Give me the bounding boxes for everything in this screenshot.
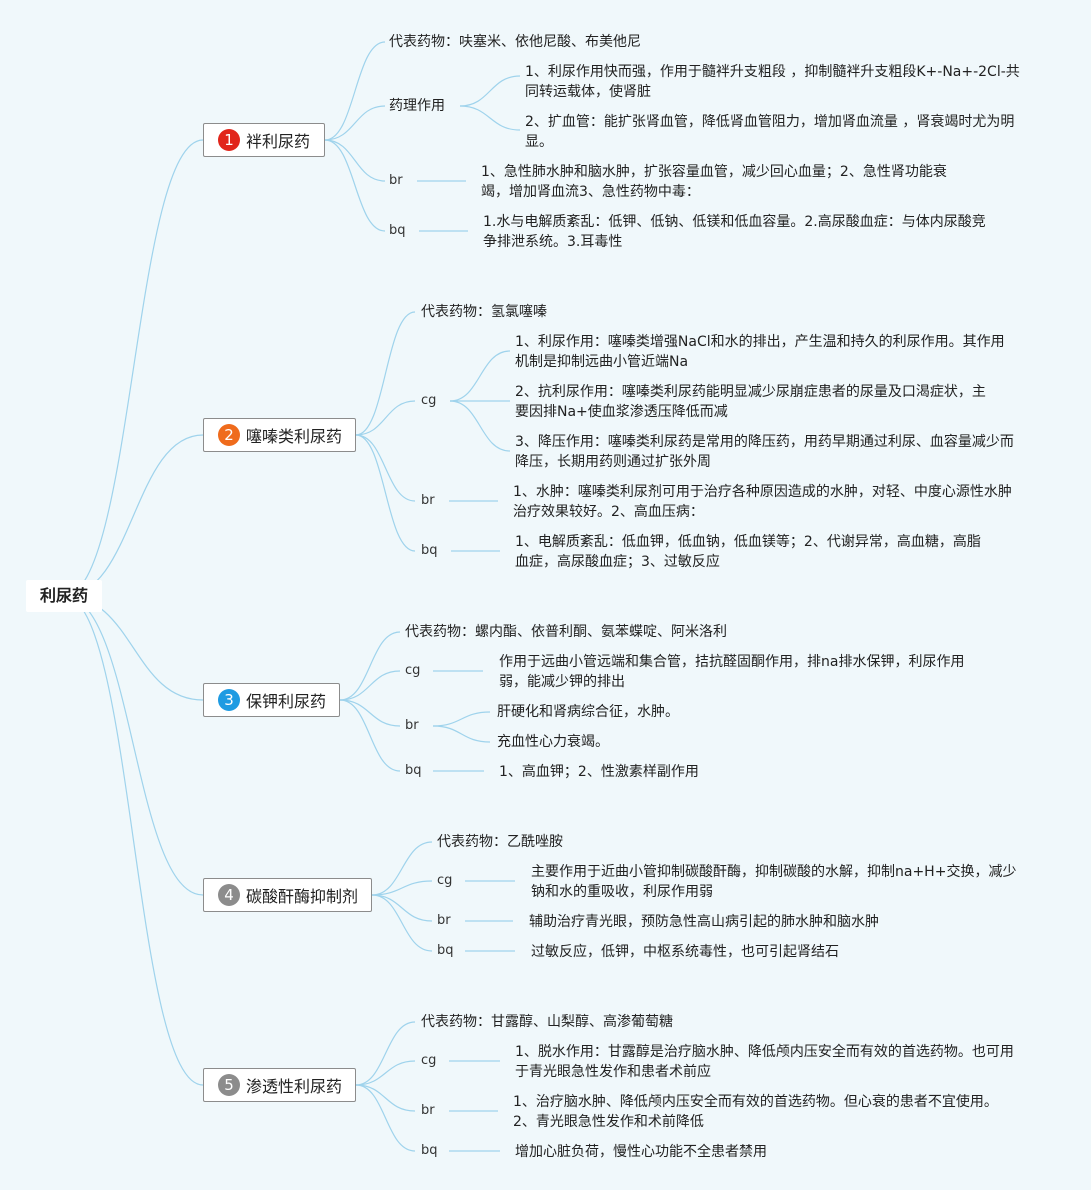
branch-1-bq-label: bq xyxy=(389,223,406,238)
branch-5-br-item-2: 2、青光眼急性发作和术前降低 xyxy=(513,1114,704,1130)
branch-2-bq-item-1: 1、电解质紊乱：低血钾，低血钠，低血镁等；2、代谢异常，高血糖，高脂血症，高尿酸… xyxy=(515,534,981,570)
branch-3-node[interactable]: 3 保钾利尿药 xyxy=(203,683,340,717)
branch-3-br-label: br xyxy=(405,718,419,733)
branch-4-node[interactable]: 4 碳酸酐酶抑制剂 xyxy=(203,878,372,912)
branch-5-bq-label: bq xyxy=(421,1143,438,1158)
branch-2-cg-item-3: 3、降压作用：噻嗪类利尿药是常用的降压药，用药早期通过利尿、血容量减少而降压，长… xyxy=(515,434,1014,470)
branch-3-bq-item-1: 1、高血钾；2、性激素样副作用 xyxy=(499,764,699,780)
branch-5-cg-item-1: 1、脱水作用：甘露醇是治疗脑水肿、降低颅内压安全而有效的首选药物。也可用于青光眼… xyxy=(515,1044,1014,1080)
branch-4-representative-drugs: 代表药物：乙酰唑胺 xyxy=(437,834,563,850)
branch-3-cg-item-1: 作用于远曲小管远端和集合管，拮抗醛固酮作用，排na排水保钾，利尿作用弱，能减少钾… xyxy=(499,654,965,690)
branch-5-representative-drugs: 代表药物：甘露醇、山梨醇、高渗葡萄糖 xyxy=(421,1014,673,1030)
branch-1-node[interactable]: 1 袢利尿药 xyxy=(203,123,325,157)
branch-2-bq-label: bq xyxy=(421,543,438,558)
branch-4-br-item-1: 辅助治疗青光眼，预防急性高山病引起的肺水肿和脑水肿 xyxy=(529,914,879,930)
number-badge-3: 3 xyxy=(218,689,240,711)
branch-5-br-label: br xyxy=(421,1103,435,1118)
branch-2-node[interactable]: 2 噻嗪类利尿药 xyxy=(203,418,356,452)
branch-1-bq-item-1: 1.水与电解质紊乱：低钾、低钠、低镁和低血容量。2.高尿酸血症：与体内尿酸竞争排… xyxy=(483,214,986,250)
branch-2-cg-item-2: 2、抗利尿作用：噻嗪类利尿药能明显减少尿崩症患者的尿量及口渴症状，主要因排Na+… xyxy=(515,384,986,420)
branch-1-representative-drugs: 代表药物：呋塞米、依他尼酸、布美他尼 xyxy=(389,34,641,50)
branch-4-bq-item-1: 过敏反应，低钾，中枢系统毒性，也可引起肾结石 xyxy=(531,944,839,960)
branch-2-representative-drugs: 代表药物：氢氯噻嗪 xyxy=(421,304,547,320)
branch-1-pharmacology-item-2: 2、扩血管：能扩张肾血管，降低肾血管阻力，增加肾血流量 ，肾衰竭时尤为明显。 xyxy=(525,114,1015,150)
number-badge-5: 5 xyxy=(218,1074,240,1096)
branch-4-cg-label: cg xyxy=(437,873,453,888)
branch-5-br-item-1: 1、治疗脑水肿、降低颅内压安全而有效的首选药物。但心衰的患者不宜使用。 xyxy=(513,1094,998,1110)
branch-2-cg-item-1: 1、利尿作用：噻嗪类增强NaCl和水的排出，产生温和持久的利尿作用。其作用机制是… xyxy=(515,334,1005,370)
branch-3-bq-label: bq xyxy=(405,763,422,778)
branch-4-bq-label: bq xyxy=(437,943,454,958)
branch-1-label: 袢利尿药 xyxy=(246,132,311,151)
branch-2-br-label: br xyxy=(421,493,435,508)
number-badge-4: 4 xyxy=(218,884,240,906)
branch-5-cg-label: cg xyxy=(421,1053,437,1068)
root-node[interactable]: 利尿药 xyxy=(26,580,102,612)
branch-4-cg-item-1: 主要作用于近曲小管抑制碳酸酐酶，抑制碳酸的水解，抑制na+H+交换，减少钠和水的… xyxy=(531,864,1017,900)
branch-2-label: 噻嗪类利尿药 xyxy=(246,427,343,446)
branch-5-node[interactable]: 5 渗透性利尿药 xyxy=(203,1068,356,1102)
branch-3-cg-label: cg xyxy=(405,663,421,678)
branch-5-bq-item-1: 增加心脏负荷，慢性心功能不全患者禁用 xyxy=(515,1144,767,1160)
branch-1-br-label: br xyxy=(389,173,403,188)
branch-4-label: 碳酸酐酶抑制剂 xyxy=(246,887,359,906)
branch-4-br-label: br xyxy=(437,913,451,928)
branch-5-label: 渗透性利尿药 xyxy=(246,1077,343,1096)
branch-2-br-item-1: 1、水肿：噻嗪类利尿剂可用于治疗各种原因造成的水肿，对轻、中度心源性水肿治疗效果… xyxy=(513,484,1012,520)
branch-1-pharmacology-label: 药理作用 xyxy=(389,98,445,114)
branch-2-cg-label: cg xyxy=(421,393,437,408)
branch-3-representative-drugs: 代表药物：螺内酯、依普利酮、氨苯蝶啶、阿米洛利 xyxy=(405,624,727,640)
number-badge-1: 1 xyxy=(218,129,240,151)
branch-3-br-item-1: 肝硬化和肾病综合征，水肿。 xyxy=(497,704,679,720)
branch-1-br-item-1: 1、急性肺水肿和脑水肿，扩张容量血管，减少回心血量；2、急性肾功能衰竭，增加肾血… xyxy=(481,164,947,200)
branch-3-br-item-2: 充血性心力衰竭。 xyxy=(497,734,609,750)
number-badge-2: 2 xyxy=(218,424,240,446)
branch-3-label: 保钾利尿药 xyxy=(246,692,327,711)
branch-1-pharmacology-item-1: 1、利尿作用快而强，作用于髓袢升支粗段 ，抑制髓袢升支粗段K+-Na+-2Cl-… xyxy=(525,64,1020,100)
